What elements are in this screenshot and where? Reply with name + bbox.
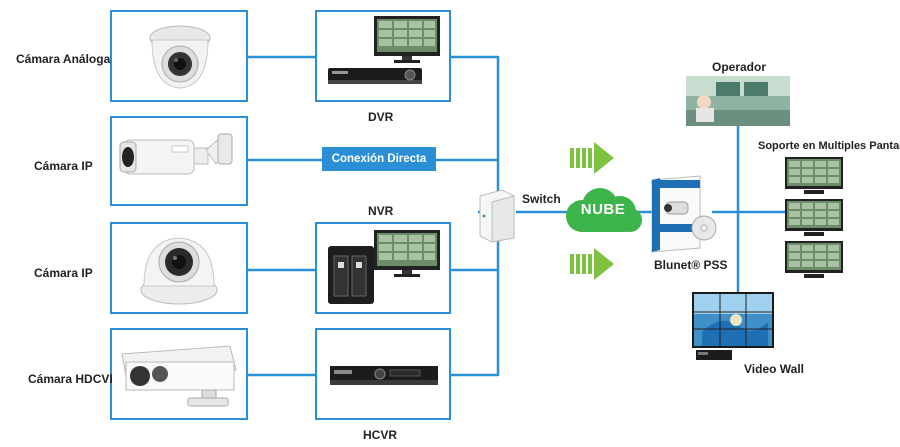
nvr-icon: [328, 246, 374, 304]
monitor-icon-4: [785, 199, 843, 236]
hcvr-label: HCVR: [363, 428, 398, 442]
cloud-label: NUBE: [580, 201, 626, 218]
multi-screen-label: Soporte en Multiples Pantallas: [758, 140, 900, 152]
bullet-camera-icon: [119, 133, 233, 175]
box-camera-icon: [121, 345, 237, 407]
nvr-label: NVR: [368, 204, 394, 218]
ip-camera-label-2: Cámara IP: [34, 266, 93, 280]
direct-connection-label: Conexión Directa: [322, 147, 436, 171]
monitor-icon-3: [785, 157, 843, 194]
dome-camera-icon-2: [140, 237, 218, 305]
arrow-right-icon-2: [570, 248, 614, 280]
operator-label: Operador: [712, 60, 767, 74]
switch-label: Switch: [522, 192, 561, 206]
dvr-label: DVR: [368, 110, 394, 124]
video-wall-icon: [692, 292, 774, 360]
analog-camera-label: Cámara Análoga: [16, 52, 111, 66]
video-wall-label: Video Wall: [744, 362, 805, 376]
dvr-icon: [328, 68, 422, 84]
monitor-icon-5: [785, 241, 843, 278]
monitor-icon: [374, 16, 440, 63]
switch-icon: [479, 189, 515, 243]
arrow-right-icon: [570, 142, 614, 174]
hdcvi-camera-label: Cámara HDCVI: [28, 372, 113, 386]
software-box-icon: [651, 175, 717, 253]
dome-camera-icon: [149, 25, 211, 89]
pss-label: Blunet® PSS: [654, 258, 728, 272]
operator-photo-icon: [686, 76, 790, 126]
ip-camera-label: Cámara IP: [34, 159, 93, 173]
monitor-icon-2: [374, 230, 440, 277]
dvr-icon-2: [330, 366, 438, 385]
cloud-icon: [566, 188, 642, 232]
